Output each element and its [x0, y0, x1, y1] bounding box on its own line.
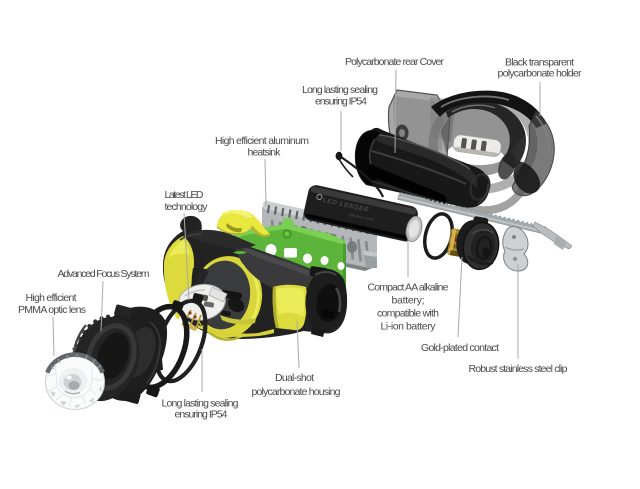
svg-text:Compact AA alkaline: Compact AA alkaline — [368, 282, 449, 294]
svg-text:technology: technology — [165, 201, 209, 213]
svg-text:Robust stainless steel clip: Robust stainless steel clip — [469, 363, 568, 375]
svg-text:Advanced Focus System: Advanced Focus System — [58, 268, 150, 280]
svg-text:alkaline ionic: alkaline ionic — [349, 212, 376, 223]
svg-text:High efficient aluminum: High efficient aluminum — [215, 135, 309, 147]
svg-text:Li-ion battery: Li-ion battery — [381, 321, 437, 333]
svg-text:Gold-plated contact: Gold-plated contact — [421, 342, 499, 354]
svg-text:ensuring IP54: ensuring IP54 — [315, 96, 367, 108]
svg-text:Dual-shot: Dual-shot — [275, 372, 314, 384]
svg-text:heatsink: heatsink — [248, 147, 282, 159]
svg-text:battery;: battery; — [392, 295, 425, 307]
svg-text:PMMA optic lens: PMMA optic lens — [18, 304, 86, 316]
svg-text:compatible with: compatible with — [377, 308, 439, 320]
svg-text:ensuring IP54: ensuring IP54 — [175, 409, 228, 421]
svg-text:High efficient: High efficient — [26, 292, 77, 304]
svg-text:Black transparent: Black transparent — [505, 57, 574, 69]
svg-text:Latest LED: Latest LED — [165, 189, 204, 201]
svg-text:polycarbonate holder: polycarbonate holder — [498, 68, 583, 80]
svg-text:Long lasting sealing: Long lasting sealing — [162, 398, 239, 410]
svg-text:Long lasting sealing: Long lasting sealing — [302, 84, 378, 96]
svg-text:Polycarbonate rear Cover: Polycarbonate rear Cover — [345, 56, 445, 68]
svg-text:polycarbonate housing: polycarbonate housing — [252, 386, 341, 398]
